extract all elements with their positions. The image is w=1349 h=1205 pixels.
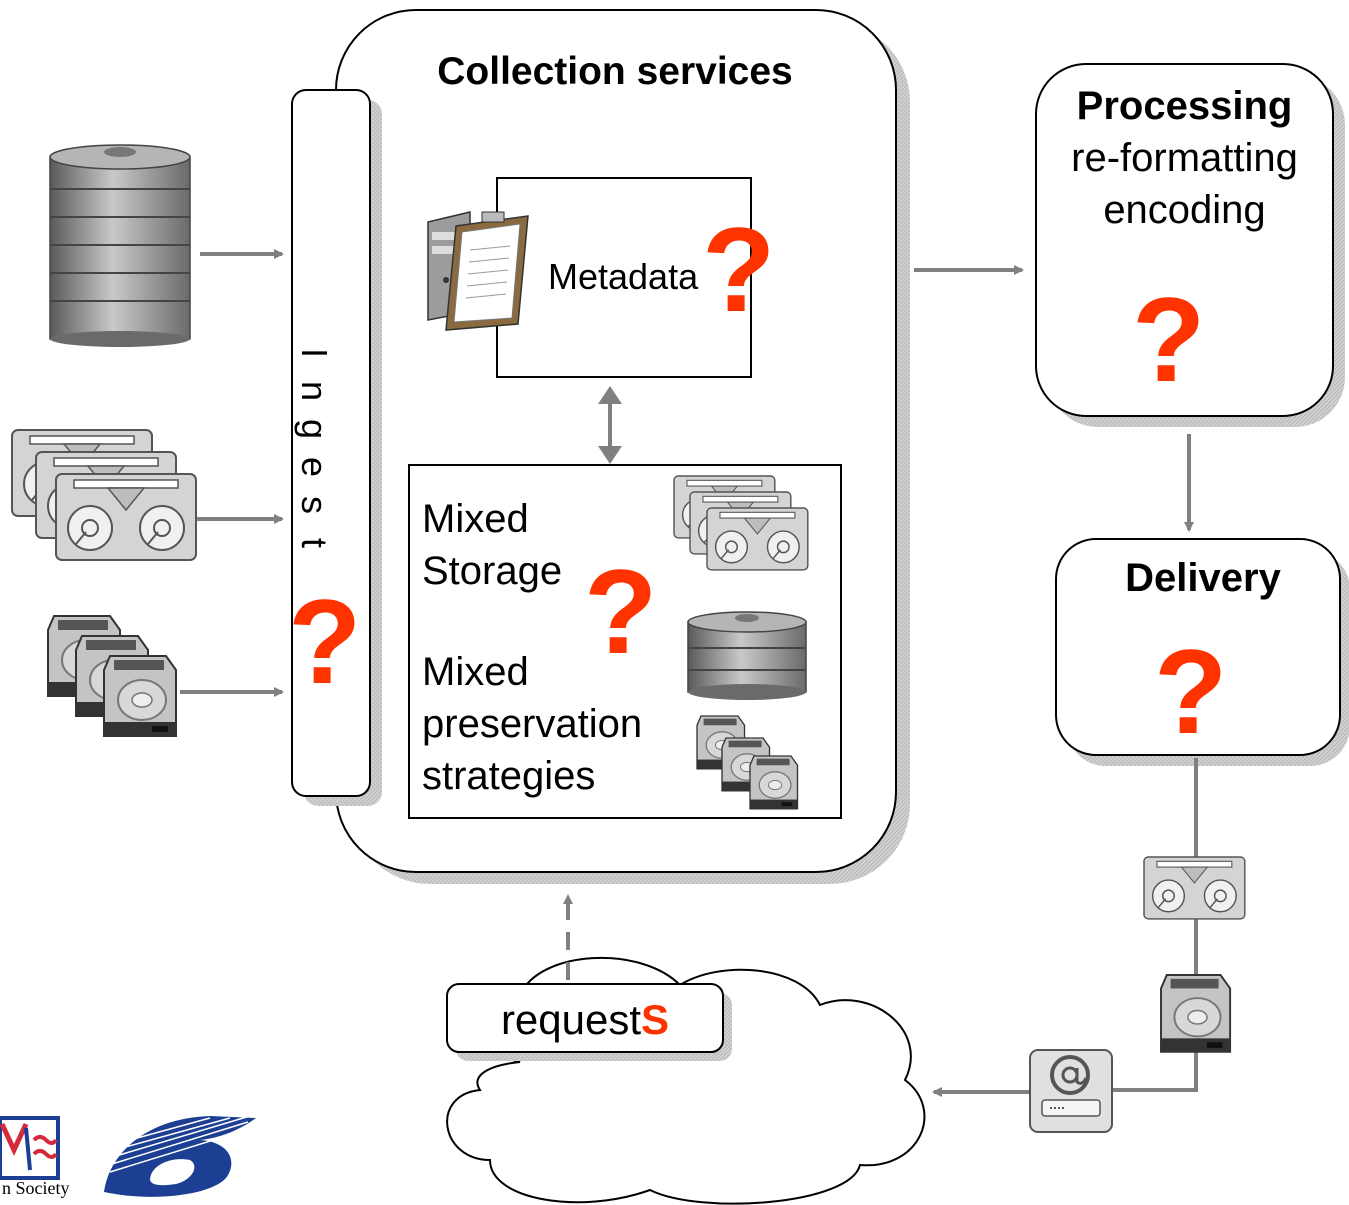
storage-label: Mixed Storage (422, 493, 562, 597)
requests-box (446, 983, 732, 1061)
storage-line-5: strategies (422, 754, 596, 798)
requests-label: requestS (447, 996, 723, 1044)
storage-question-mark: ? (584, 545, 658, 679)
ingest-question-mark: ? (288, 575, 362, 709)
fp6-logo (104, 1115, 256, 1197)
requests-suffix: S (641, 996, 670, 1043)
server-clipboard-icon (427, 211, 529, 331)
database-icon (49, 144, 191, 347)
processing-label: Processing re-formatting encoding (1036, 80, 1333, 236)
storage-line-1: Mixed (422, 497, 529, 541)
metadata-label: Metadata (548, 256, 699, 297)
processing-title: Processing (1076, 84, 1293, 128)
preservation-label: Mixed preservation strategies (422, 646, 642, 802)
metadata-question-mark: ? (702, 203, 776, 337)
delivery-question-mark: ? (1154, 625, 1228, 759)
processing-question-mark: ? (1132, 273, 1206, 407)
delivery-tape-icon (1143, 856, 1246, 920)
delivery-title: Delivery (1125, 556, 1281, 600)
delivery-box (1055, 538, 1349, 766)
ingest-letter: e (294, 456, 335, 478)
delivery-drive-icon (1160, 974, 1232, 1053)
storage-line-3: Mixed (422, 650, 529, 694)
hard-drive-icon (47, 615, 177, 737)
processing-line-1: re-formatting (1071, 136, 1298, 180)
ingest-letter: t (293, 537, 335, 549)
storage-line-2: Storage (422, 549, 563, 593)
ingest-bar (291, 89, 382, 806)
eu-flag-logo (0, 1116, 60, 1180)
arrows (180, 249, 1198, 1097)
processing-line-2: encoding (1103, 188, 1266, 232)
processing-box (1035, 63, 1345, 427)
requests-prefix: request (500, 996, 642, 1043)
storage-database-icon (687, 611, 807, 700)
ingest-letter: I (293, 347, 335, 359)
collection-services-title: Collection services (437, 50, 793, 93)
logo-text: n Society (2, 1178, 70, 1198)
email-at-icon (1029, 1049, 1113, 1133)
tape-cassette-icon (11, 429, 197, 561)
ingest-letter: g (294, 418, 335, 440)
ingest-letter: n (294, 380, 335, 402)
ingest-letter: s (294, 496, 335, 514)
delivery-line-3 (1112, 1050, 1198, 1092)
storage-line-4: preservation (422, 702, 643, 746)
